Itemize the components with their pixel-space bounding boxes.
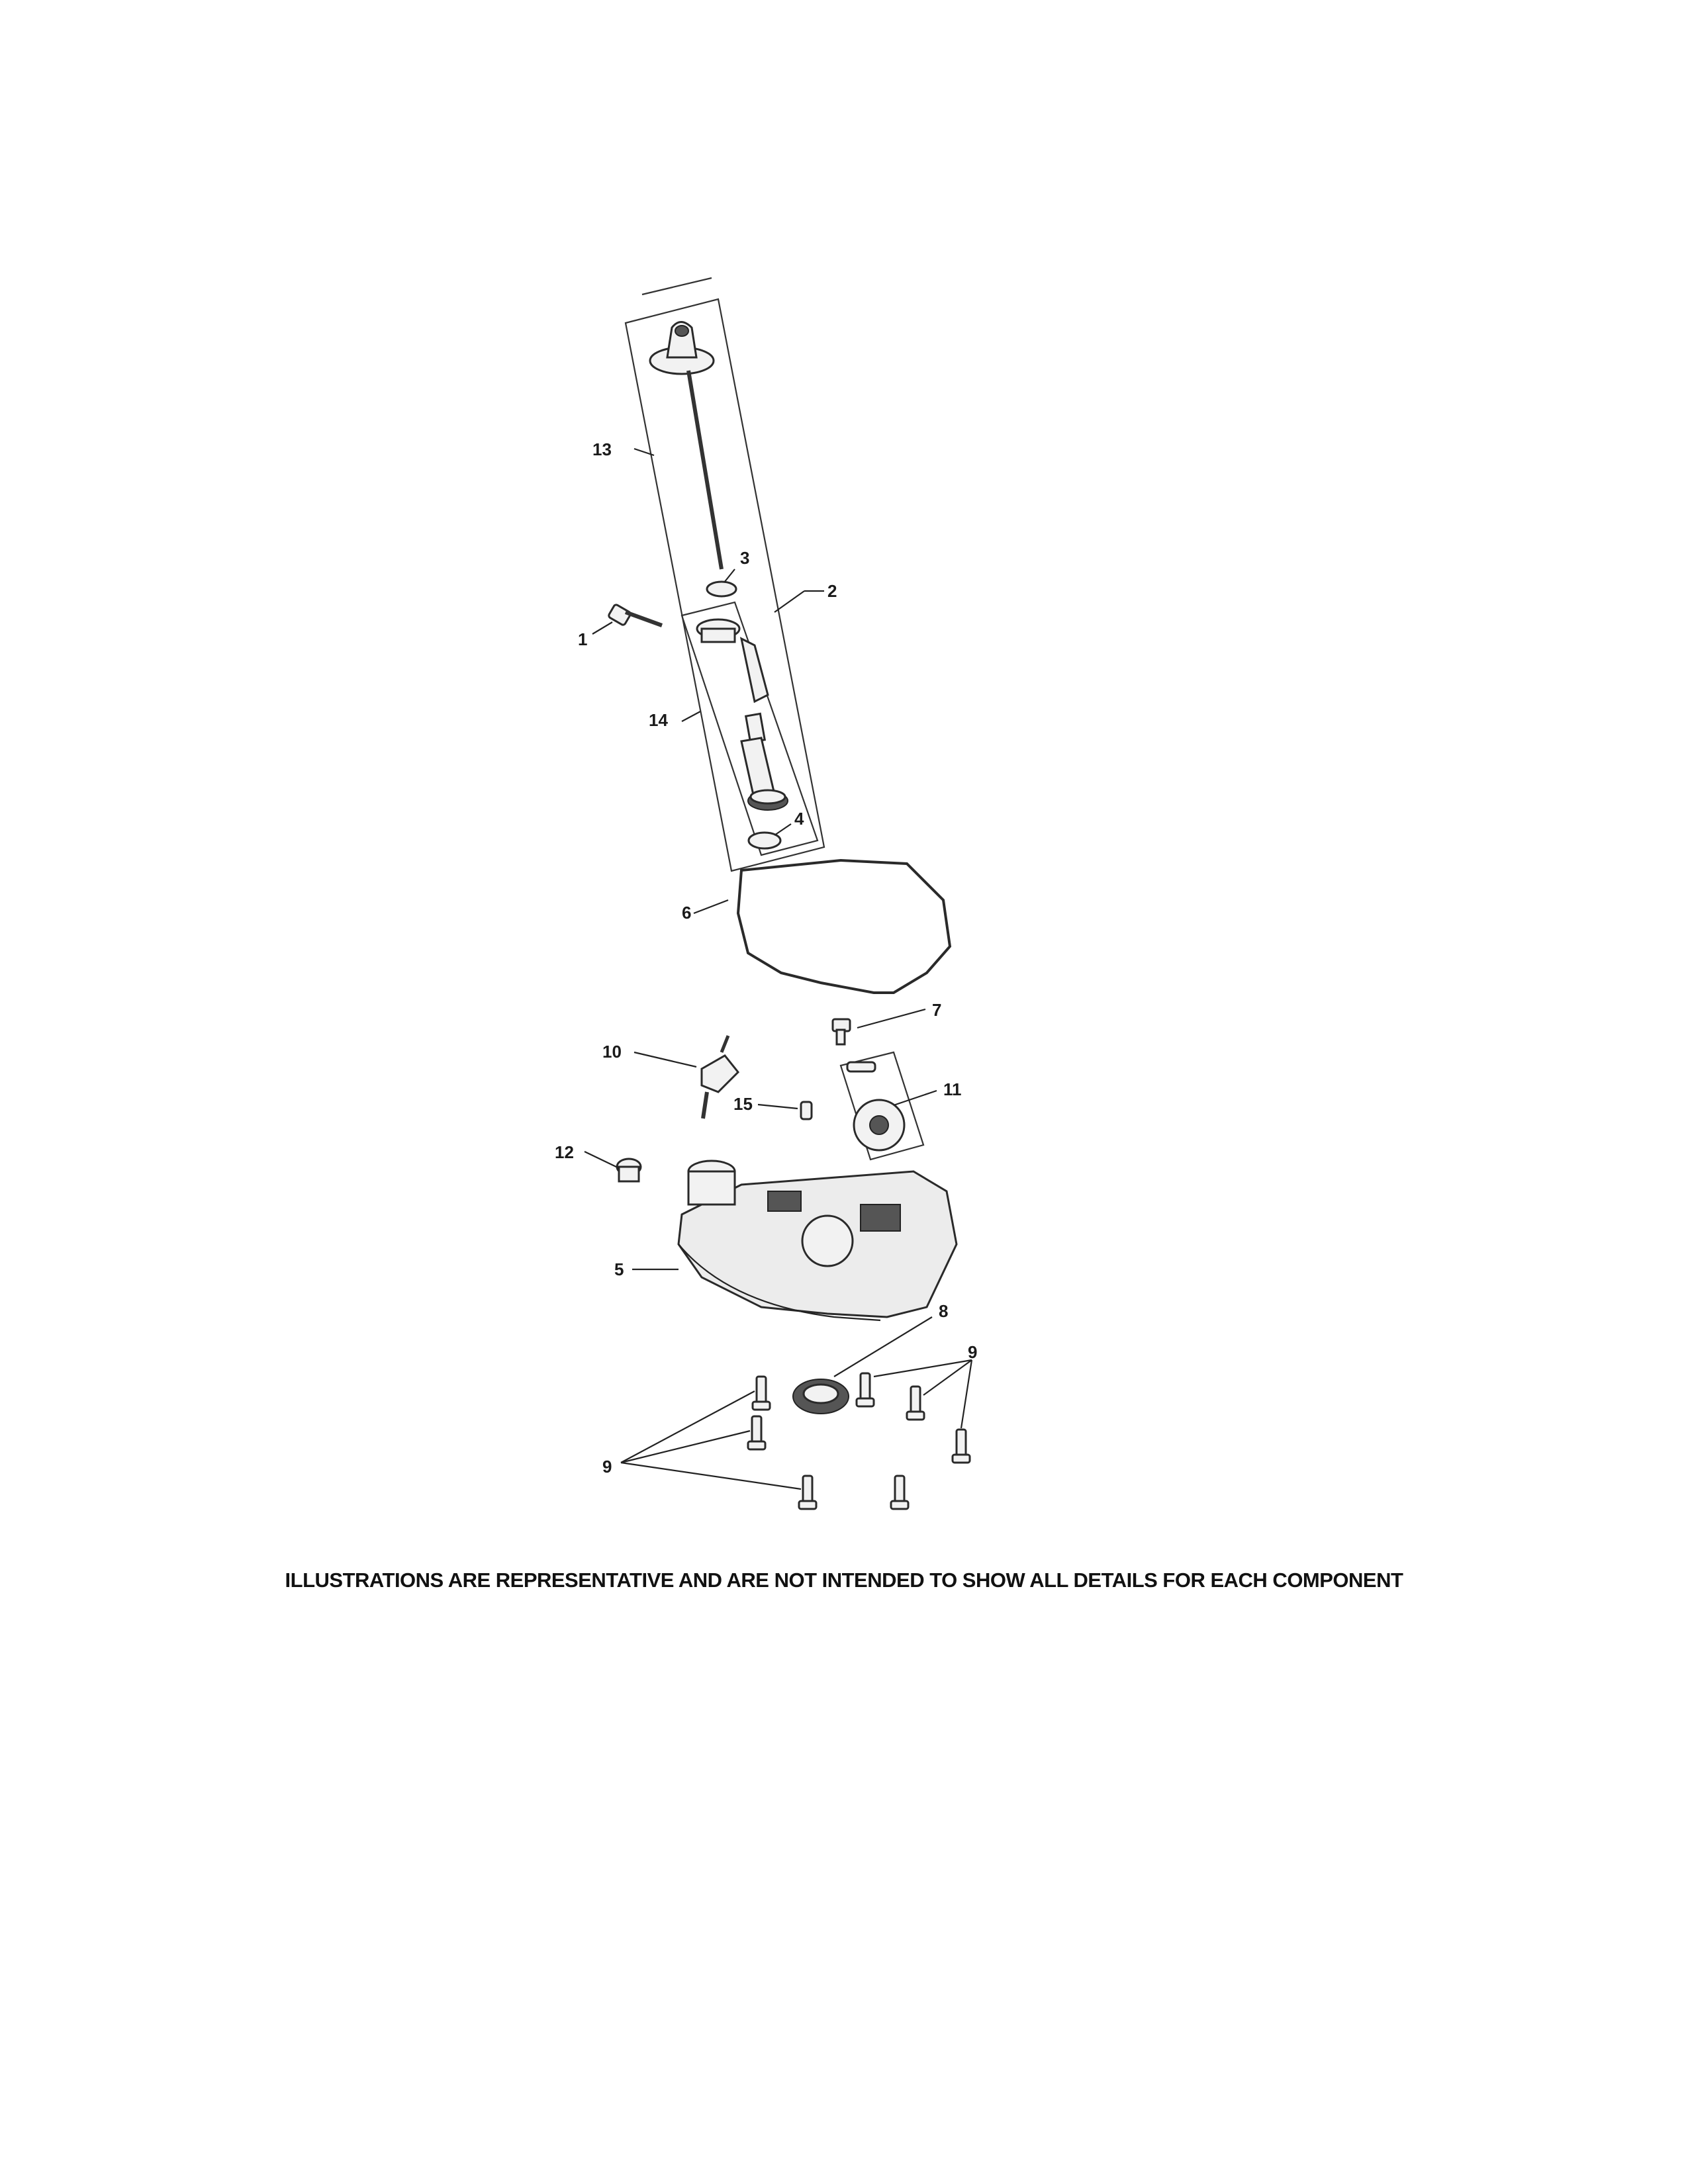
dowel-pin-part bbox=[800, 1101, 813, 1120]
oil-seal-part bbox=[792, 1379, 849, 1414]
disclaimer-note: ILLUSTRATIONS ARE REPRESENTATIVE AND ARE… bbox=[285, 1569, 1403, 1592]
crankcase-cover-part bbox=[677, 1160, 958, 1322]
callout-7: 7 bbox=[932, 1000, 941, 1020]
callout-14: 14 bbox=[649, 710, 668, 730]
callout-2: 2 bbox=[827, 581, 837, 601]
callout-5: 5 bbox=[614, 1259, 624, 1279]
callout-3: 3 bbox=[740, 548, 749, 568]
gasket-part bbox=[736, 858, 952, 994]
bolts-part-9 bbox=[747, 1372, 971, 1510]
o-ring-part-3 bbox=[706, 580, 737, 598]
dipstick-assembly-outline bbox=[624, 298, 825, 872]
dipstick-part bbox=[649, 321, 724, 570]
callout-8: 8 bbox=[939, 1301, 948, 1321]
callout-9-left: 9 bbox=[602, 1457, 612, 1477]
callout-10: 10 bbox=[602, 1042, 622, 1062]
callout-15: 15 bbox=[733, 1094, 753, 1114]
callout-labels: 13 2 3 4 1 14 6 7 10 15 11 12 5 8 9 9 bbox=[555, 439, 977, 1477]
dipstick-assembly-group bbox=[624, 277, 825, 872]
fill-tube-part bbox=[696, 618, 788, 811]
callout-9-right: 9 bbox=[968, 1342, 977, 1362]
governor-gear-part bbox=[846, 1061, 906, 1152]
leader-lines bbox=[584, 447, 973, 1490]
callout-13: 13 bbox=[592, 439, 612, 459]
fill-tube-assembly-outline bbox=[680, 601, 819, 856]
callout-1: 1 bbox=[578, 629, 587, 649]
plug-part-12 bbox=[616, 1158, 642, 1183]
callout-11: 11 bbox=[943, 1079, 962, 1099]
o-ring-part-4 bbox=[747, 831, 782, 850]
callout-6: 6 bbox=[682, 903, 691, 923]
bolt-part-1 bbox=[608, 604, 663, 627]
oil-sensor-part bbox=[700, 1035, 740, 1119]
callout-12: 12 bbox=[555, 1142, 574, 1162]
callout-4: 4 bbox=[794, 809, 804, 829]
bolt-part-7 bbox=[831, 1018, 851, 1046]
